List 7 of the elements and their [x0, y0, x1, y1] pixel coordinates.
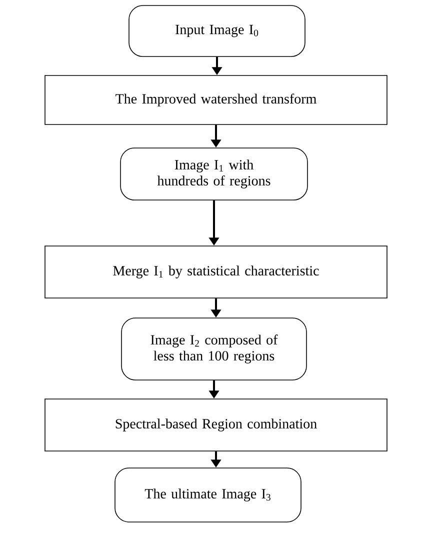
terminal-box: Image I$_{1}$ with hundreds of regions	[120, 148, 308, 200]
process-box: Merge I$_{1}$ by statistical characteristic	[44, 246, 388, 298]
process-box: Spectral-based Region combination	[44, 398, 388, 452]
terminal-box: Input Image I$_{0}$	[128, 5, 306, 57]
terminal-box: Image I$_{2}$ composed of less than 100 regions	[121, 318, 307, 380]
process-box: The Improved watershed transform	[44, 75, 388, 125]
terminal-box: The ultimate Image I$_{3}$	[114, 468, 302, 522]
